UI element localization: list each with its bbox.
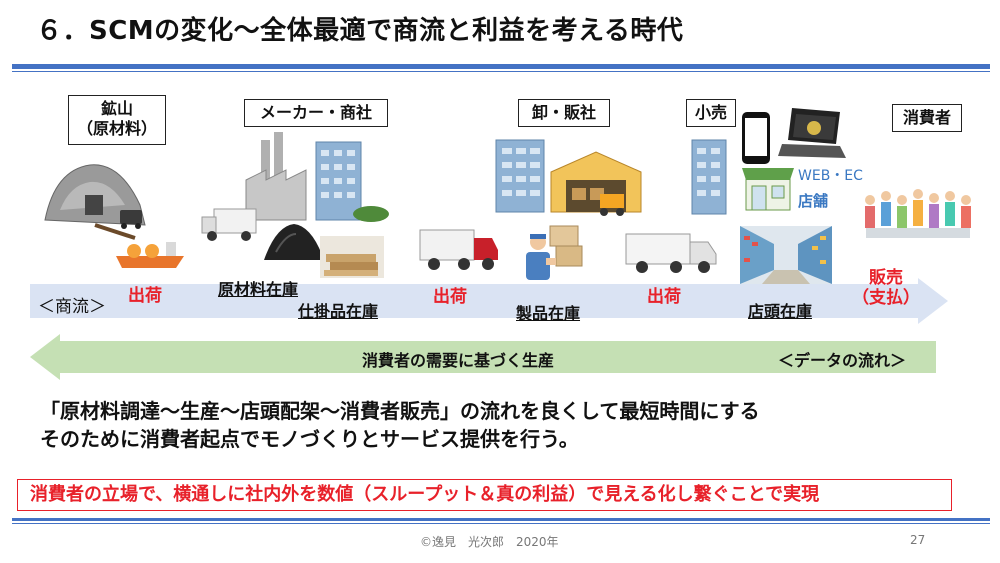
- main-text-line-2: そのために消費者起点でモノづくりとサービス提供を行う。: [40, 427, 579, 451]
- factory-illustration: [245, 132, 389, 222]
- title-divider: [12, 64, 990, 69]
- highlight-box: 消費者の立場で、横通しに社内外を数値（スループット＆真の利益）で見える化し繋ぐこ…: [17, 479, 952, 511]
- shop-icon: [742, 168, 794, 211]
- van-truck-icon: [625, 233, 717, 273]
- stage-consumer: 消費者: [892, 104, 962, 132]
- ship-label-3: 出荷: [647, 287, 681, 307]
- wip-inventory-label: 仕掛品在庫: [298, 302, 379, 321]
- laptop-icon: [778, 108, 846, 158]
- warehouse-illustration: [495, 139, 642, 216]
- raw-inventory-label: 原材料在庫: [218, 280, 299, 299]
- page-number: 27: [910, 533, 926, 547]
- sale-label: 販売 （支払）: [852, 268, 920, 309]
- store-aisle-icon: [740, 226, 832, 284]
- consumer-crowd-icon: [865, 189, 971, 238]
- smartphone-icon: [742, 112, 770, 164]
- stage-mine: 鉱山 （原材料）: [68, 95, 166, 145]
- stage-retail: 小売: [686, 99, 736, 127]
- data-flow-arrow: [30, 334, 936, 380]
- data-flow-label: ＜データの流れ＞: [778, 351, 907, 370]
- commerce-flow-arrow: [30, 278, 948, 324]
- ship-label-2: 出荷: [433, 287, 467, 307]
- copyright: ©逸見 光次郎 2020年: [420, 535, 559, 549]
- sale-label-sub: （支払）: [852, 288, 920, 309]
- product-inventory-label: 製品在庫: [516, 304, 581, 323]
- page-title: ６．SCMの変化～全体最適で商流と利益を考える時代: [36, 16, 684, 46]
- web-ec-label: WEB・EC: [798, 168, 863, 184]
- delivery-truck-icon: [201, 208, 257, 241]
- tanker-icon: [116, 242, 184, 268]
- lumber-icon: [320, 236, 384, 278]
- stage-mine-label: 鉱山: [100, 99, 133, 118]
- worker-with-boxes-icon: [526, 225, 583, 280]
- mine-illustration: [44, 164, 146, 240]
- footer-divider: [12, 518, 990, 521]
- stage-wholesale: 卸・販社: [518, 99, 610, 127]
- raw-material-pile-icon: [264, 224, 324, 260]
- ship-label-1: 出荷: [128, 286, 162, 306]
- main-text-line-1: 「原材料調達～生産～店頭配架～消費者販売」の流れを良くして最短時間にする: [40, 399, 760, 423]
- demand-production-label: 消費者の需要に基づく生産: [362, 351, 555, 370]
- stage-maker: メーカー・商社: [244, 99, 388, 127]
- sale-label-main: 販売: [869, 268, 903, 288]
- retail-building-icon: [691, 139, 727, 215]
- commerce-label: ＜商流＞: [38, 297, 106, 317]
- store-inventory-label: 店頭在庫: [748, 302, 813, 321]
- stage-mine-sub: （原材料）: [76, 119, 157, 138]
- footer-divider-thin: [12, 523, 990, 524]
- title-divider-thin: [12, 71, 990, 72]
- store-label: 店舗: [798, 192, 829, 210]
- cargo-truck-icon: [419, 229, 498, 270]
